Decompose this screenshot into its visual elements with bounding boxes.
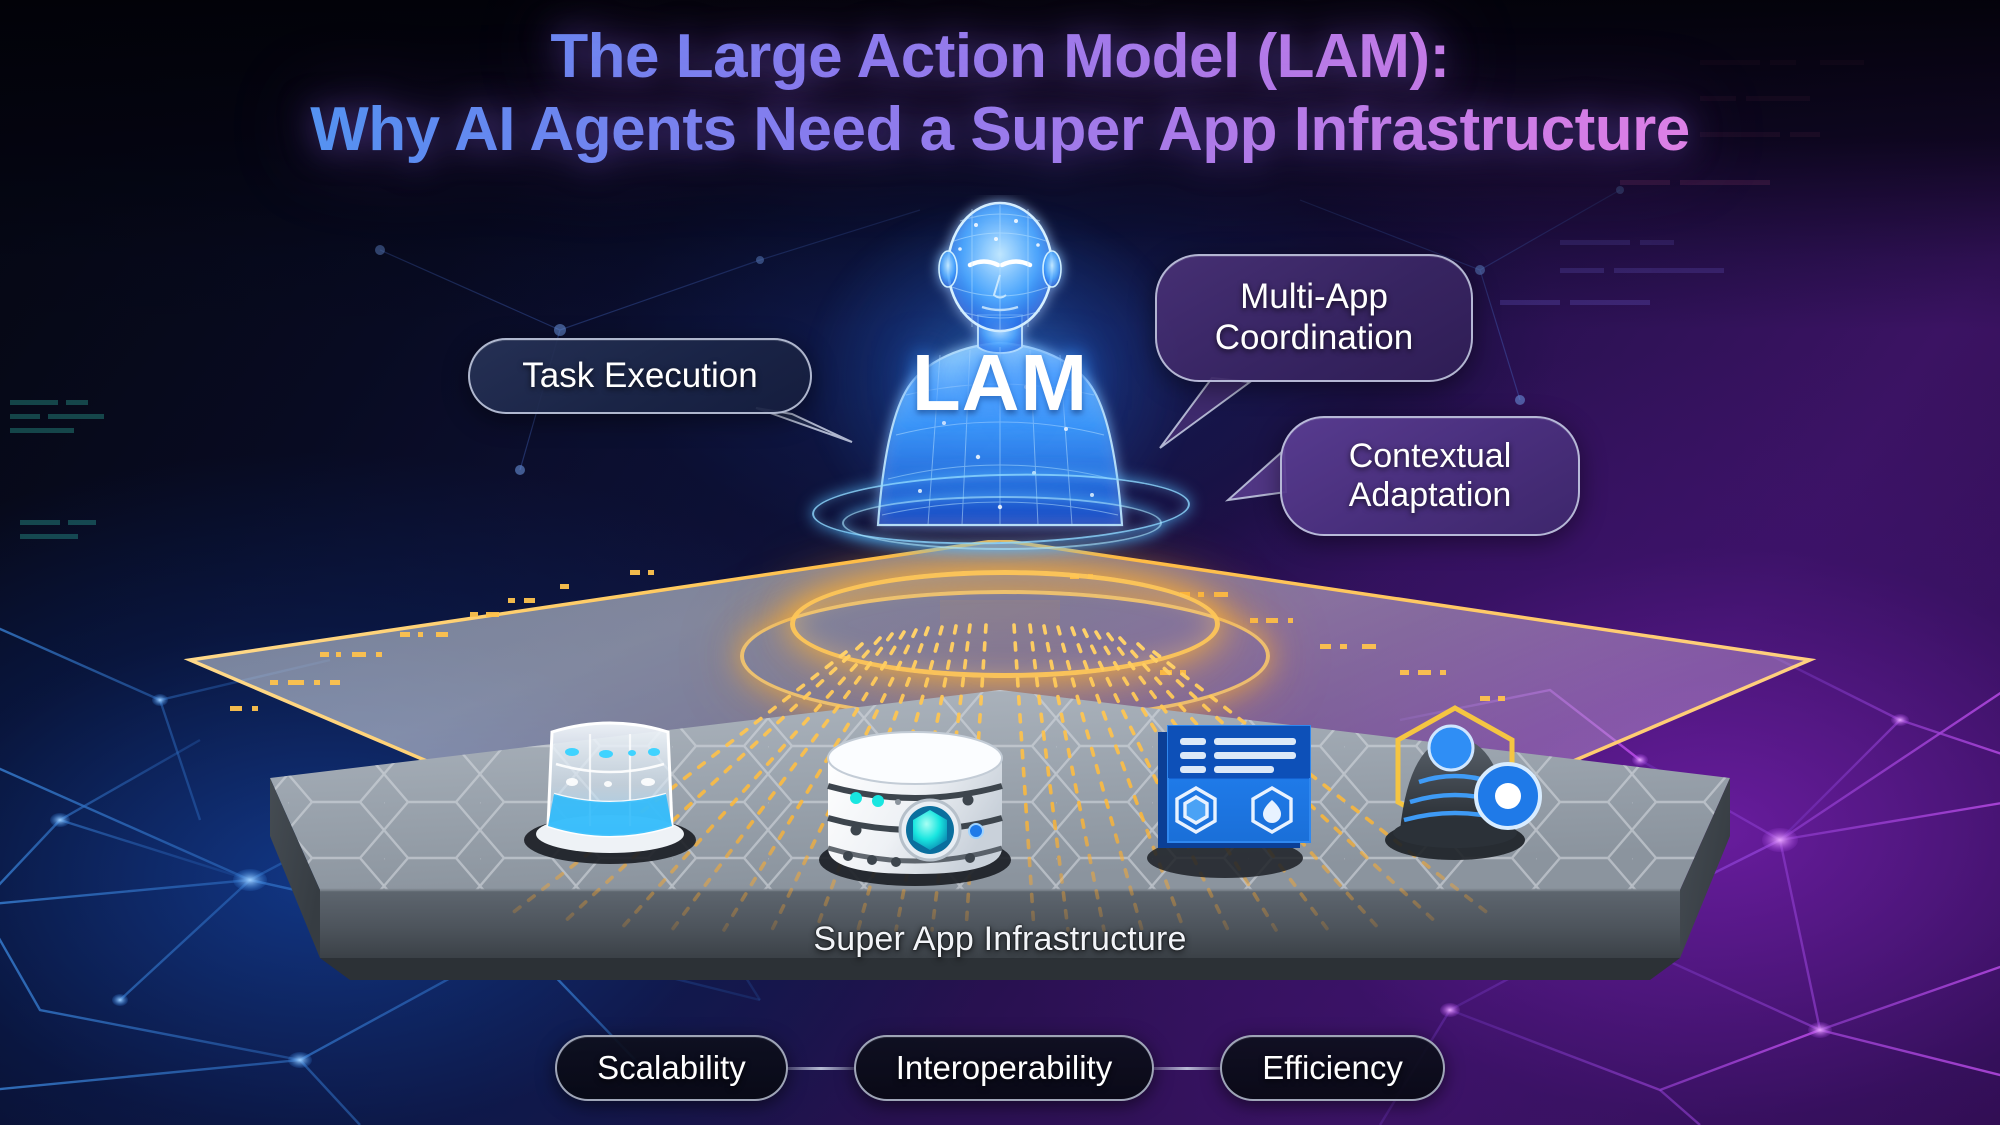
title-line-1: The Large Action Model (LAM):	[0, 22, 2000, 91]
pill-efficiency-label: Efficiency	[1262, 1049, 1403, 1086]
callout-multi-app-label: Multi-App Coordination	[1215, 277, 1413, 358]
avatar-orbit-ring-2	[842, 496, 1162, 550]
pill-scalability-label: Scalability	[597, 1049, 746, 1086]
database-cylinder-icon	[819, 731, 1011, 886]
callout-multi-app-line2: Coordination	[1214, 318, 1414, 357]
callout-task-execution[interactable]: Task Execution	[468, 338, 812, 414]
callout-contextual-label: Contextual Adaptation	[1349, 437, 1512, 516]
callout-contextual-line1: Contextual	[1348, 436, 1512, 475]
title-line-2: Why AI Agents Need a Super App Infrastru…	[0, 95, 2000, 164]
callout-task-execution-label: Task Execution	[522, 355, 758, 395]
glass-server-rack-icon	[524, 721, 696, 864]
callout-contextual-line2: Adaptation	[1348, 476, 1512, 514]
pill-scalability[interactable]: Scalability	[555, 1035, 788, 1101]
network-dome-node-icon	[1385, 705, 1542, 860]
pill-interoperability[interactable]: Interoperability	[853, 1035, 1155, 1101]
footer-pill-row: Scalability Interoperability Efficiency	[0, 1030, 2000, 1106]
page-title: The Large Action Model (LAM): Why AI Age…	[0, 22, 2000, 165]
pill-connector-1	[787, 1066, 854, 1070]
callout-contextual-adaptation[interactable]: Contextual Adaptation	[1280, 416, 1580, 536]
pill-efficiency[interactable]: Efficiency	[1220, 1035, 1445, 1101]
pill-connector-2	[1154, 1066, 1221, 1070]
lam-label: LAM	[911, 338, 1089, 427]
callout-multi-app-line1: Multi-App	[1240, 277, 1388, 317]
pill-interoperability-label: Interoperability	[895, 1049, 1113, 1086]
callout-multi-app-coordination[interactable]: Multi-App Coordination	[1155, 254, 1473, 382]
app-card-panel-icon	[1147, 725, 1311, 878]
platform-label: Super App Infrastructure	[813, 920, 1187, 958]
platform-icon-group	[524, 705, 1542, 886]
